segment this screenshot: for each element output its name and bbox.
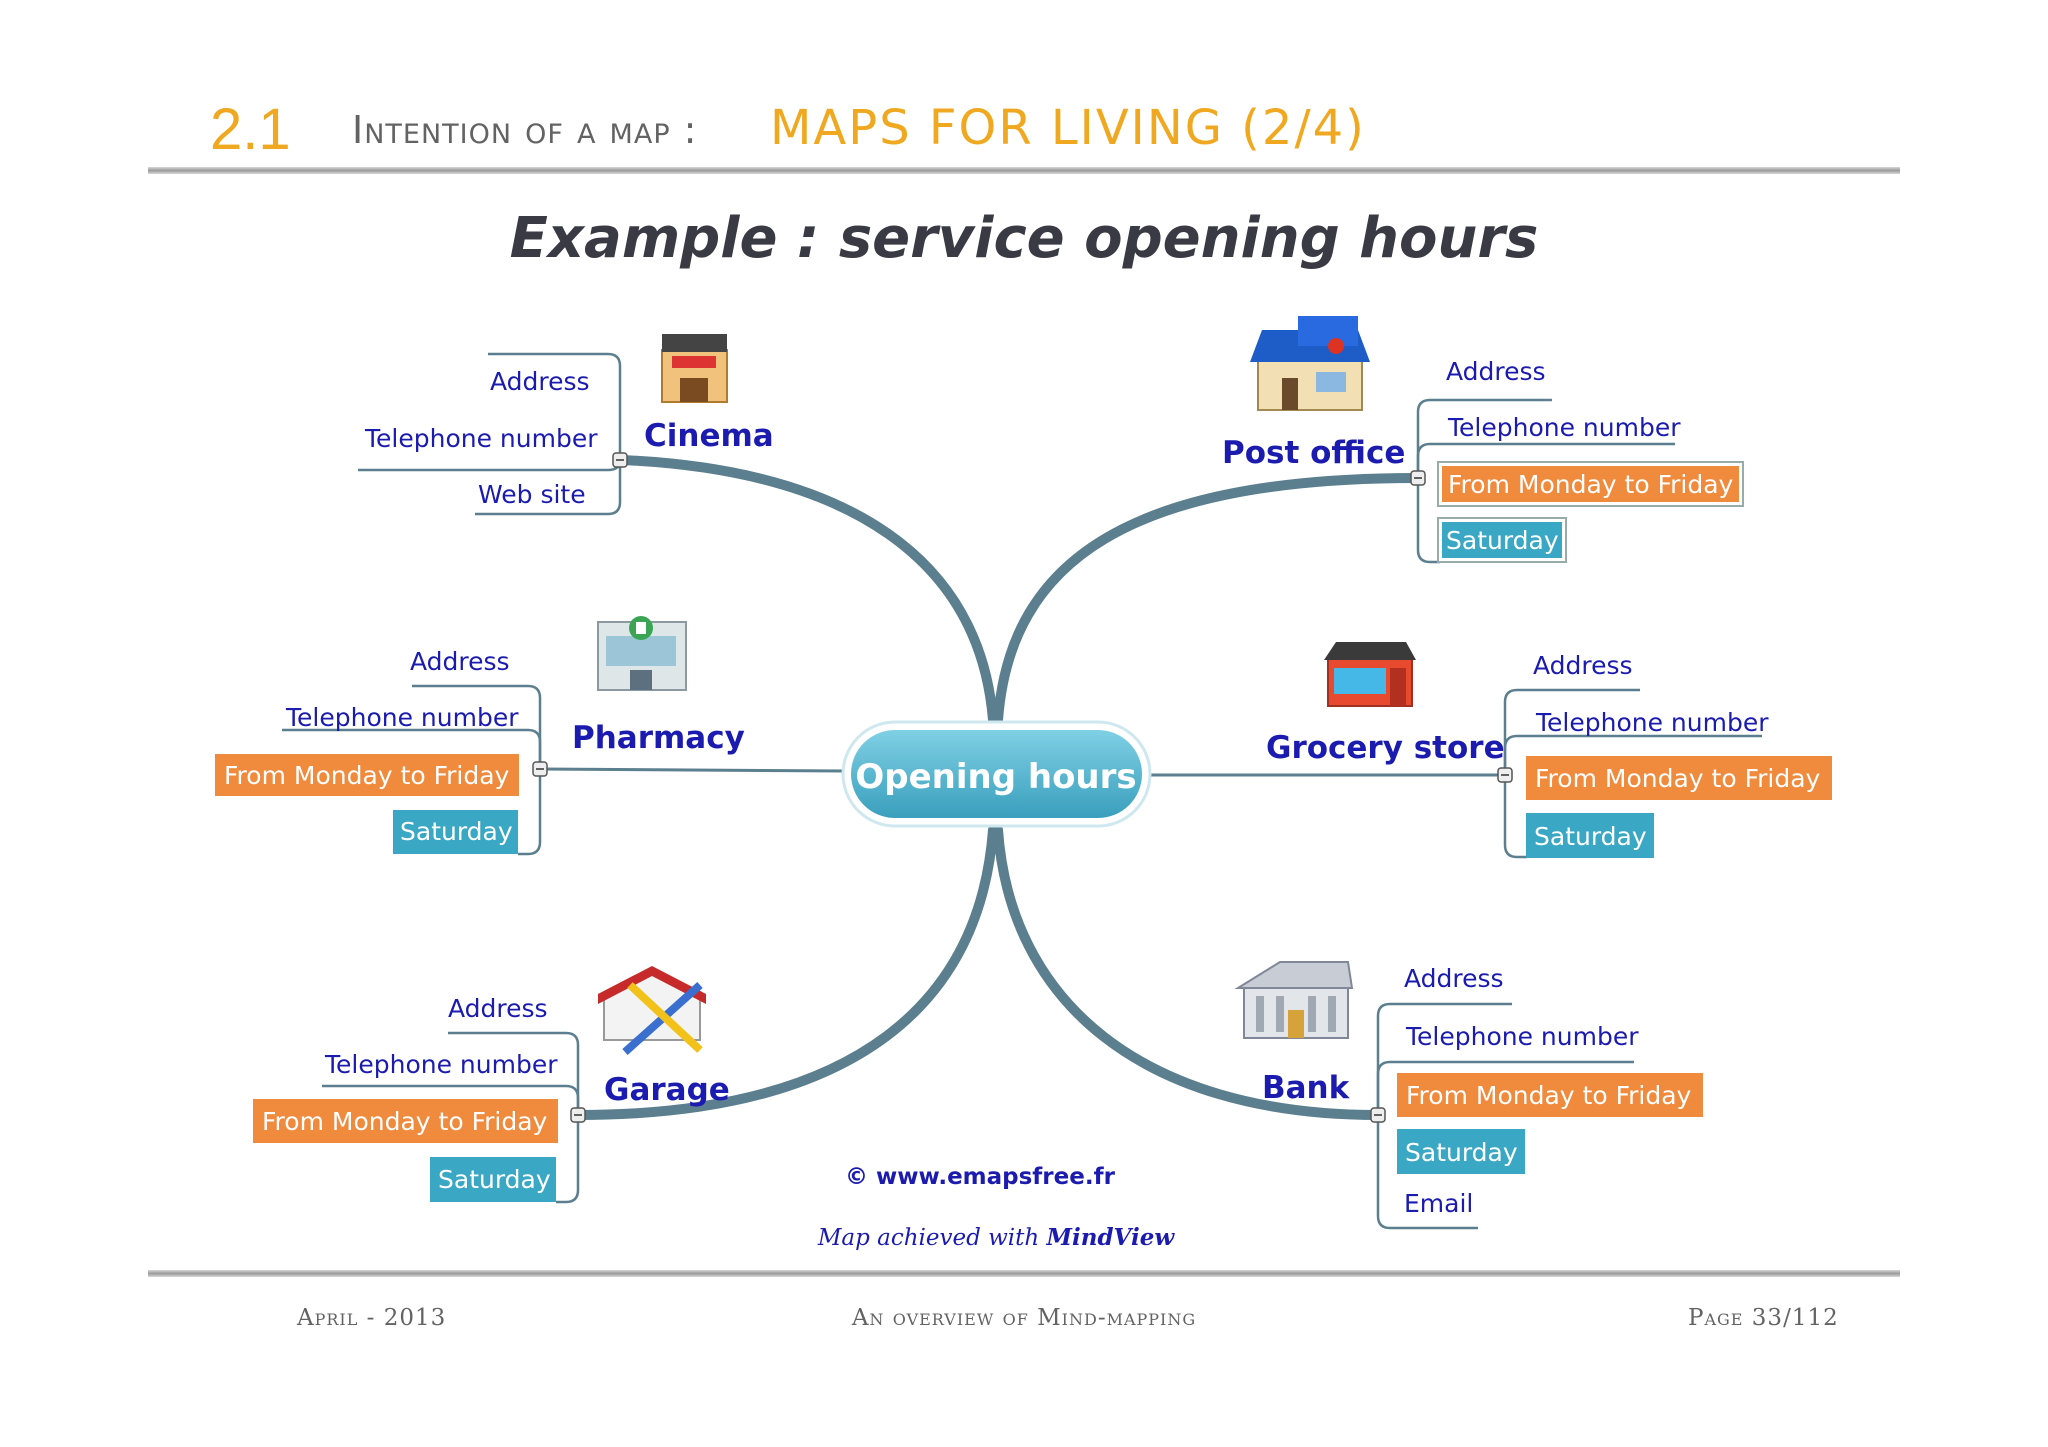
pharmacy-child-weekdays: From Monday to Friday (224, 761, 510, 790)
branch-pharmacy (538, 767, 847, 773)
main-branches (538, 455, 1507, 1120)
footer-page: Page 33/112 (1688, 1305, 1839, 1331)
branch-garage (573, 825, 998, 1120)
made-with-text: Map achieved with (817, 1225, 1039, 1251)
pharmacy-icon (597, 616, 687, 691)
grocery-child-telephone: Telephone number (1535, 708, 1769, 737)
cinema-icon (661, 334, 728, 403)
grocery-child-weekdays: From Monday to Friday (1535, 764, 1821, 793)
section-title: Intention of a map : (352, 108, 698, 152)
pharmacy-group: Pharmacy Address Telephone number From M… (215, 616, 745, 856)
garage-title: Garage (604, 1072, 730, 1108)
slide-subtitle: Example : service opening hours (509, 206, 1539, 271)
section-subtitle: MAPS FOR LIVING (2/4) (770, 100, 1366, 156)
bank-child-email: Email (1404, 1189, 1473, 1218)
post-office-child-address: Address (1446, 357, 1546, 386)
top-divider (148, 167, 1900, 174)
pharmacy-child-address: Address (410, 647, 510, 676)
grocery-store-icon (1324, 642, 1416, 707)
grocery-title: Grocery store (1266, 730, 1505, 766)
bank-weekday-box (1397, 1073, 1703, 1117)
garage-child-saturday: Saturday (438, 1165, 551, 1194)
garage-weekday-box (253, 1099, 558, 1143)
grocery-child-address: Address (1533, 651, 1633, 680)
center-topic-node: Opening hours (841, 720, 1152, 828)
made-with-credit: Map achieved with MindView (817, 1224, 1176, 1251)
grocery-saturday-box (1526, 813, 1654, 858)
grocery-group: Grocery store Address Telephone number F… (1266, 642, 1832, 859)
footer-date: April - 2013 (297, 1305, 447, 1331)
garage-child-weekdays: From Monday to Friday (262, 1107, 548, 1136)
section-number: 2.1 (210, 97, 291, 162)
bank-saturday-box (1397, 1129, 1525, 1174)
branch-bank (993, 825, 1383, 1120)
pharmacy-child-saturday: Saturday (400, 817, 513, 846)
bank-group: Bank Address Telephone number From Monda… (1234, 961, 1703, 1230)
cinema-child-telephone: Telephone number (364, 424, 598, 453)
grocery-weekday-box (1526, 756, 1832, 800)
bank-child-weekdays: From Monday to Friday (1406, 1081, 1692, 1110)
post-office-child-weekdays: From Monday to Friday (1448, 470, 1734, 499)
branch-cinema (617, 455, 998, 725)
post-office-child-saturday: Saturday (1446, 526, 1559, 555)
grocery-child-saturday: Saturday (1534, 822, 1647, 851)
bank-child-address: Address (1404, 964, 1504, 993)
garage-child-address: Address (448, 994, 548, 1023)
post-office-icon (1250, 316, 1370, 411)
center-topic-label: Opening hours (855, 757, 1136, 797)
garage-child-telephone: Telephone number (324, 1050, 558, 1079)
pharmacy-child-telephone: Telephone number (285, 703, 519, 732)
branch-post-office (993, 473, 1423, 725)
post-office-title: Post office (1222, 435, 1405, 471)
footer-doc-title: An overview of Mind-mapping (851, 1305, 1197, 1331)
post-office-child-telephone: Telephone number (1447, 413, 1681, 442)
pharmacy-weekday-box (215, 754, 519, 796)
bank-child-saturday: Saturday (1405, 1138, 1518, 1167)
garage-group: Garage Address Telephone number From Mon… (253, 966, 730, 1204)
bottom-divider (148, 1270, 1900, 1277)
pharmacy-saturday-box (393, 810, 518, 854)
pharmacy-title: Pharmacy (572, 720, 745, 756)
garage-saturday-box (430, 1157, 556, 1202)
cinema-group: Cinema Address Telephone number Web site (358, 334, 774, 516)
bank-icon (1234, 961, 1354, 1039)
cinema-child-website: Web site (478, 480, 586, 509)
bank-title: Bank (1262, 1070, 1351, 1106)
copyright-credit: © www.emapsfree.fr (845, 1164, 1116, 1190)
cinema-child-address: Address (490, 367, 590, 396)
post-office-group: Post office Address Telephone number Fro… (1222, 316, 1744, 564)
garage-icon (598, 966, 706, 1055)
cinema-title: Cinema (644, 418, 774, 454)
tool-name: MindView (1046, 1224, 1176, 1251)
bank-child-telephone: Telephone number (1405, 1022, 1639, 1051)
